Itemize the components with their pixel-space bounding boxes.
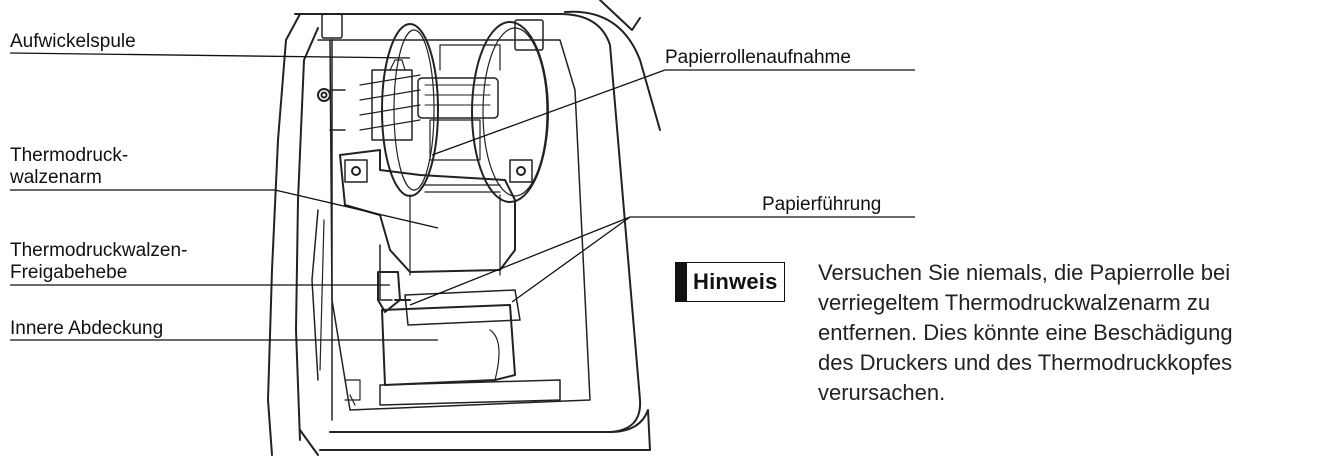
note-line: des Druckers und des Thermodruckkopfes	[818, 350, 1233, 375]
label-paper-roll-holder-text: Papierrollenaufnahme	[665, 47, 851, 68]
label-release-lever-line1: Thermodruckwalzen-	[10, 240, 188, 261]
note-line: entfernen. Dies könnte eine Beschädigung	[818, 320, 1233, 345]
housing-cover	[294, 13, 642, 433]
note-badge: Hinweis	[675, 262, 785, 302]
label-inner-cover-text: Innere Abdeckung	[10, 318, 164, 339]
note-line: Versuchen Sie niemals, die Papierrolle b…	[818, 260, 1231, 285]
leader-aufwickelspule	[9, 52, 411, 59]
label-take-up-spool: Aufwickelspule	[10, 31, 136, 53]
label-thermal-arm-line2: walzenarm	[10, 167, 102, 188]
label-thermal-arm: Thermodruck- walzenarm	[10, 145, 128, 189]
note-badge-bar	[676, 263, 687, 301]
label-take-up-spool-text: Aufwickelspule	[10, 31, 136, 52]
label-thermal-arm-line1: Thermodruck-	[10, 145, 129, 166]
note-line: verursachen.	[818, 380, 946, 405]
label-inner-cover: Innere Abdeckung	[10, 318, 163, 340]
note-text: Versuchen Sie niemals, die Papierrolle b…	[818, 258, 1323, 408]
note-badge-label: Hinweis	[693, 269, 778, 294]
label-release-lever: Thermodruckwalzen- Freigabehebe	[10, 240, 187, 284]
inner-cover	[381, 304, 516, 386]
housing-outline	[267, 13, 301, 456]
label-paper-roll-holder: Papierrollenaufnahme	[665, 47, 851, 69]
release-lever	[377, 271, 401, 313]
note-line: verriegeltem Thermodruckwalzenarm zu	[818, 290, 1211, 315]
paper-guide	[404, 289, 521, 326]
screw-left	[317, 88, 331, 102]
label-paper-guide: Papierführung	[762, 194, 881, 216]
housing-inner-left	[295, 27, 319, 441]
housing-right	[564, 10, 661, 131]
roll-shaft	[417, 77, 499, 119]
label-release-lever-line2: Freigabehebe	[10, 262, 128, 283]
label-paper-guide-text: Papierführung	[762, 194, 882, 215]
